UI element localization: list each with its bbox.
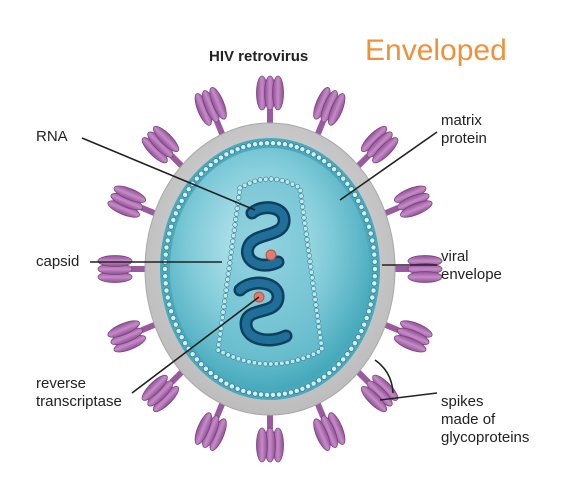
rna-strand-lower-fill	[236, 279, 290, 344]
rna-strand-upper-fill	[243, 203, 288, 270]
matrix-protein-label: matrix protein	[441, 112, 487, 148]
glycoprotein-spike	[97, 255, 149, 283]
glycoprotein-spike	[107, 320, 160, 353]
glycoprotein-spike	[380, 320, 433, 353]
reverse-transcriptase-line-1: reverse	[36, 375, 87, 392]
glycoprotein-spike	[256, 411, 284, 463]
reverse-transcriptase-leader	[131, 296, 260, 394]
reverse-transcriptase-upper	[265, 249, 277, 261]
viral-envelope-line-1: viral	[441, 248, 469, 265]
matrix-protein-line-2: protein	[441, 130, 487, 147]
spikes-label: spikes made of glycoproteins	[441, 393, 529, 447]
capsid-beads	[215, 176, 325, 367]
reverse-transcriptase-line-2: transcriptase	[36, 393, 122, 410]
capsid-label: capsid	[36, 253, 80, 270]
spikes-line-3: glycoproteins	[441, 429, 530, 446]
spikes-leader	[374, 359, 438, 401]
leader-lines	[81, 131, 438, 401]
matrix-protein-line-1: matrix	[441, 112, 482, 129]
glycoprotein-spike	[391, 255, 443, 283]
glycoprotein-spike	[194, 87, 227, 139]
enveloped-annotation: Enveloped	[365, 34, 507, 67]
spikes-line-1: spikes	[441, 393, 484, 410]
matrix-protein-leader	[339, 131, 438, 201]
glycoprotein-spikes	[97, 75, 443, 463]
diagram-title: HIV retrovirus	[209, 48, 309, 65]
glycoprotein-spike	[107, 185, 160, 218]
spikes-line-2: made of	[441, 411, 496, 428]
glycoprotein-spike	[256, 75, 284, 127]
glycoprotein-spike	[141, 125, 187, 171]
glycoprotein-spike	[141, 367, 187, 413]
viral-envelope-line-2: envelope	[441, 266, 502, 283]
rna-leader	[81, 137, 256, 211]
rna-label: RNA	[36, 128, 68, 145]
matrix-protein-beads	[162, 140, 378, 398]
viral-envelope-label: viral envelope	[441, 248, 502, 284]
reverse-transcriptase-label: reverse transcriptase	[36, 375, 122, 411]
